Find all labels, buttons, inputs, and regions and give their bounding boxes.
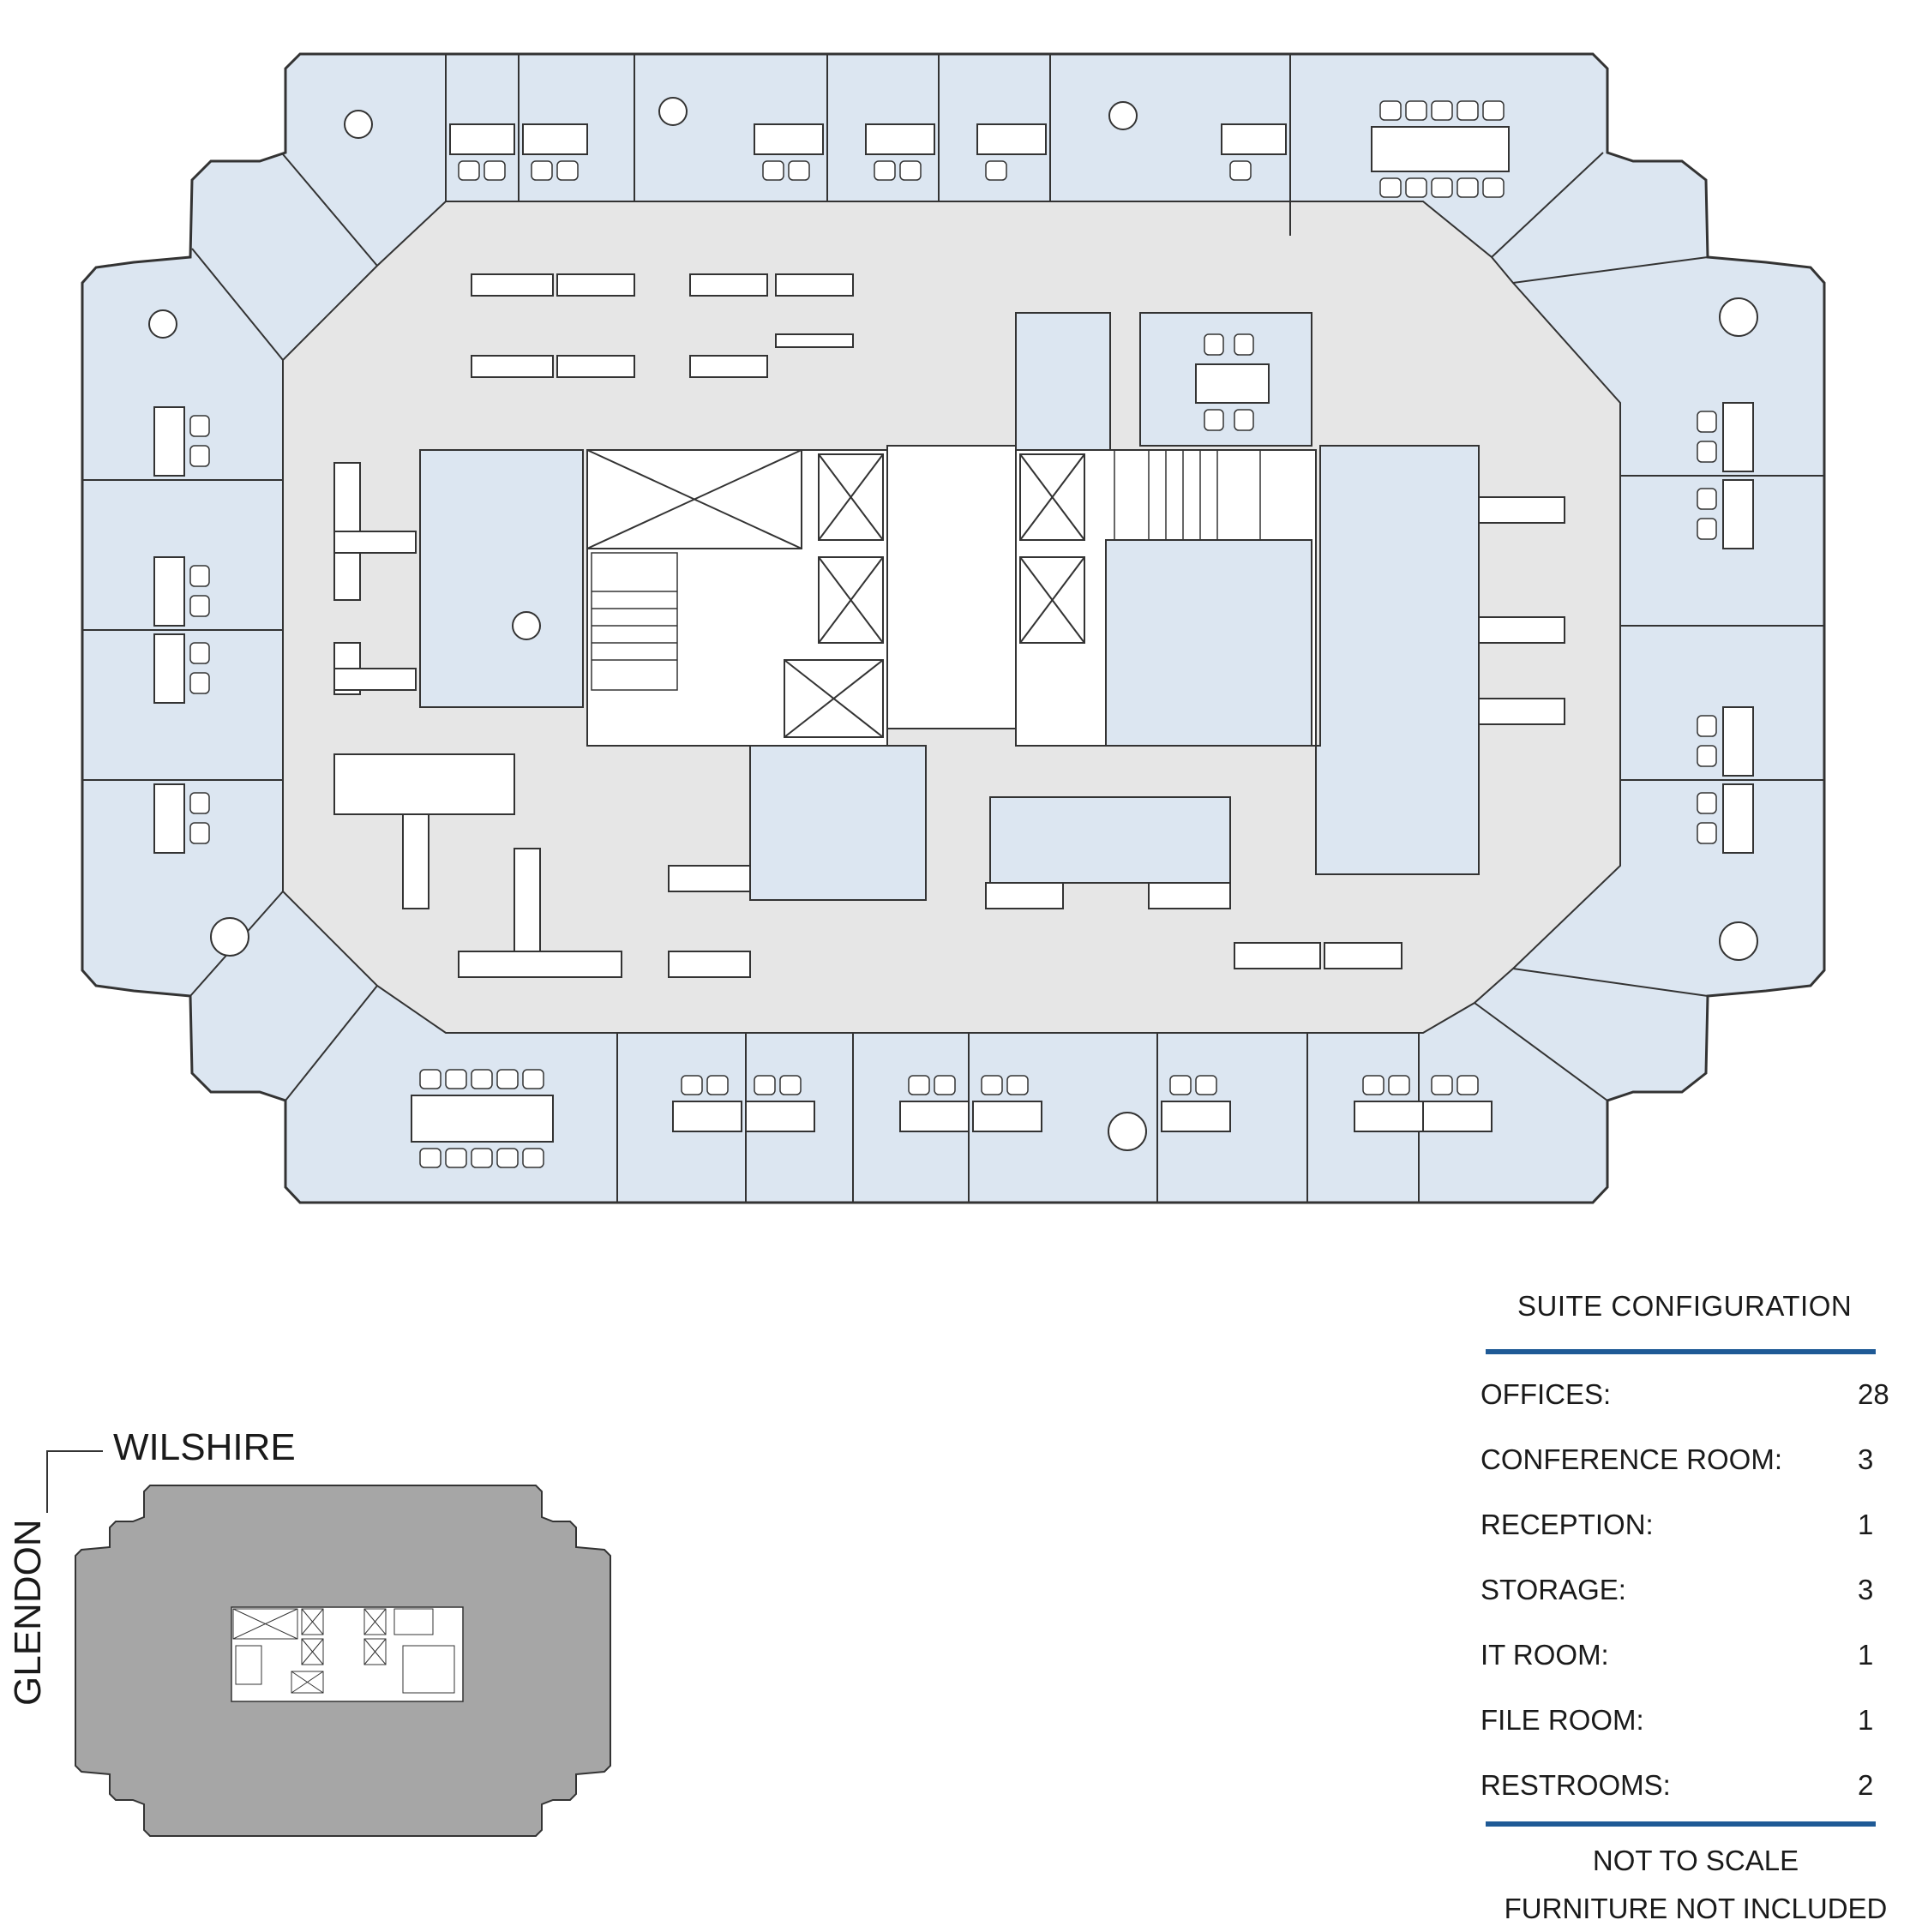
legend-label: FILE ROOM: [1481, 1704, 1644, 1736]
note-furniture: FURNITURE NOT INCLUDED [1504, 1893, 1888, 1924]
key-plan-leader [46, 1450, 103, 1513]
core-room-northeast [1015, 312, 1111, 451]
file-room [989, 796, 1231, 884]
round-tables [148, 97, 1758, 1151]
legend-row-file-room: FILE ROOM: 1 [1481, 1704, 1909, 1738]
note-not-to-scale: NOT TO SCALE [1592, 1845, 1799, 1876]
legend-row-storage: STORAGE: 3 [1481, 1574, 1909, 1608]
street-label-north: WILSHIRE [113, 1426, 296, 1468]
legend-rule-bottom [1486, 1821, 1876, 1827]
legend-value: 1 [1858, 1639, 1874, 1671]
restroom-block [1105, 539, 1312, 747]
perimeter-desks [153, 123, 1754, 1132]
legend-value: 28 [1858, 1378, 1889, 1410]
interior-workstations [333, 273, 1565, 978]
conference-tables [411, 126, 1510, 1143]
legend-label: IT ROOM: [1481, 1639, 1609, 1671]
legend-row-reception: RECEPTION: 1 [1481, 1509, 1909, 1543]
legend-label: RESTROOMS: [1481, 1769, 1671, 1801]
legend-row-conference-room: CONFERENCE ROOM: 3 [1481, 1443, 1909, 1478]
key-plan-core [231, 1606, 464, 1702]
chairs [189, 100, 1717, 1168]
legend-title: SUITE CONFIGURATION [1517, 1290, 1853, 1322]
office-partitions [82, 54, 1824, 1203]
core-room-south [749, 745, 927, 901]
street-label-west: GLENDON [7, 1519, 49, 1706]
legend-rule-top [1486, 1349, 1876, 1354]
legend-value: 1 [1858, 1509, 1874, 1540]
legend-row-offices: OFFICES: 28 [1481, 1378, 1909, 1413]
legend-value: 2 [1858, 1769, 1874, 1801]
legend-value: 3 [1858, 1443, 1874, 1475]
key-plan-core-details [232, 1608, 455, 1694]
legend-row-it-room: IT ROOM: 1 [1481, 1639, 1909, 1673]
elevator-shafts [586, 449, 1085, 738]
legend-label: STORAGE: [1481, 1574, 1626, 1605]
stairwell [591, 449, 1261, 691]
legend-value: 1 [1858, 1704, 1874, 1736]
legend-row-restrooms: RESTROOMS: 2 [1481, 1769, 1909, 1803]
key-plan [46, 1450, 611, 1837]
legend-label: CONFERENCE ROOM: [1481, 1443, 1783, 1475]
legend-label: OFFICES: [1481, 1378, 1612, 1410]
reception-area [1315, 445, 1480, 875]
legend-value: 3 [1858, 1574, 1874, 1605]
elevator-lobby [886, 445, 1017, 729]
core-room-west [419, 449, 584, 708]
legend-label: RECEPTION: [1481, 1509, 1654, 1540]
